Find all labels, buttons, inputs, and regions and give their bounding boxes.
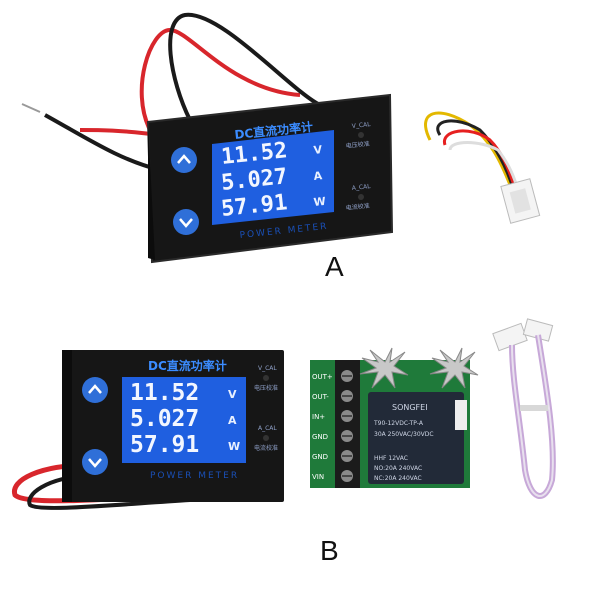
current-unit-a: A xyxy=(313,169,323,183)
v-cal-label-a: V_CAL xyxy=(351,121,371,130)
v-cal-label-b: V_CAL xyxy=(258,365,277,372)
terminal-label-out-minus: OUT- xyxy=(312,393,329,401)
relay-model: T90-12VDC-TP-A xyxy=(373,420,424,427)
relay-rating-4: NC:20A 240VAC xyxy=(374,475,422,482)
relay-rating-2: HHF 12VAC xyxy=(374,455,408,462)
power-meter-label-b: POWER METER xyxy=(150,471,239,481)
terminal-label-gnd-1: GND xyxy=(312,433,328,441)
v-cal-pot-a[interactable] xyxy=(358,132,364,138)
terminal-label-out-plus: OUT+ xyxy=(312,373,333,381)
up-button-a[interactable] xyxy=(171,147,197,173)
relay-board: OUT+ OUT- IN+ GND GND VIN SONGFEI T90-12… xyxy=(310,347,479,488)
relay-brand: SONGFEI xyxy=(392,403,428,412)
a-cal-pot-b[interactable] xyxy=(263,435,269,441)
down-button-b[interactable] xyxy=(82,449,108,475)
heatsink-left xyxy=(359,347,409,389)
voltage-unit-a: V xyxy=(313,143,323,157)
a-cal-pot-a[interactable] xyxy=(358,194,364,200)
a-cal-label-a: A_CAL xyxy=(351,183,371,192)
pcb-connector xyxy=(455,400,467,430)
voltage-unit-b: V xyxy=(228,388,237,401)
terminal-label-vin: VIN xyxy=(312,473,324,481)
relay xyxy=(368,392,464,484)
black-wire-top-a xyxy=(168,12,321,121)
v-cal-pot-b[interactable] xyxy=(263,375,269,381)
v-cal-cn-label-a: 电压校准 xyxy=(345,140,370,150)
a-cal-label-b: A_CAL xyxy=(258,425,277,432)
current-unit-b: A xyxy=(228,414,237,427)
terminal-screws xyxy=(341,370,353,482)
option-a: DC直流功率计 11.52 V 5.027 A 57.91 W POWER ME… xyxy=(21,12,541,282)
a-cal-cn-label-b: 电流校准 xyxy=(254,444,278,452)
signal-cable-a xyxy=(424,111,541,224)
a-cal-cn-label-a: 电流校准 xyxy=(345,202,370,212)
up-button-b[interactable] xyxy=(82,377,108,403)
heatsink-right xyxy=(429,347,479,389)
terminal-label-in-plus: IN+ xyxy=(312,413,325,421)
relay-rating-3: NO:20A 240VAC xyxy=(374,465,422,472)
meter-title-b: DC直流功率计 xyxy=(148,358,227,373)
terminal-label-gnd-2: GND xyxy=(312,453,328,461)
voltage-readout-b: 11.52 xyxy=(130,380,199,406)
caption-a: A xyxy=(325,251,344,282)
current-readout-b: 5.027 xyxy=(130,406,199,432)
black-wire-b xyxy=(27,473,191,510)
caption-b: B xyxy=(320,535,339,566)
black-wire-left-a xyxy=(44,113,161,172)
signal-cable-b xyxy=(492,318,556,499)
down-button-a[interactable] xyxy=(173,209,199,235)
v-cal-cn-label-b: 电压校准 xyxy=(254,384,278,392)
relay-rating-1: 30A 250VAC/30VDC xyxy=(374,431,434,438)
power-unit-a: W xyxy=(313,195,326,209)
meter-screen-a xyxy=(212,130,334,225)
power-unit-b: W xyxy=(228,440,240,453)
meter-screen-b xyxy=(122,377,246,463)
power-readout-b: 57.91 xyxy=(130,432,199,458)
option-b: DC直流功率计 11.52 V 5.027 A 57.91 W POWER ME… xyxy=(12,318,556,566)
